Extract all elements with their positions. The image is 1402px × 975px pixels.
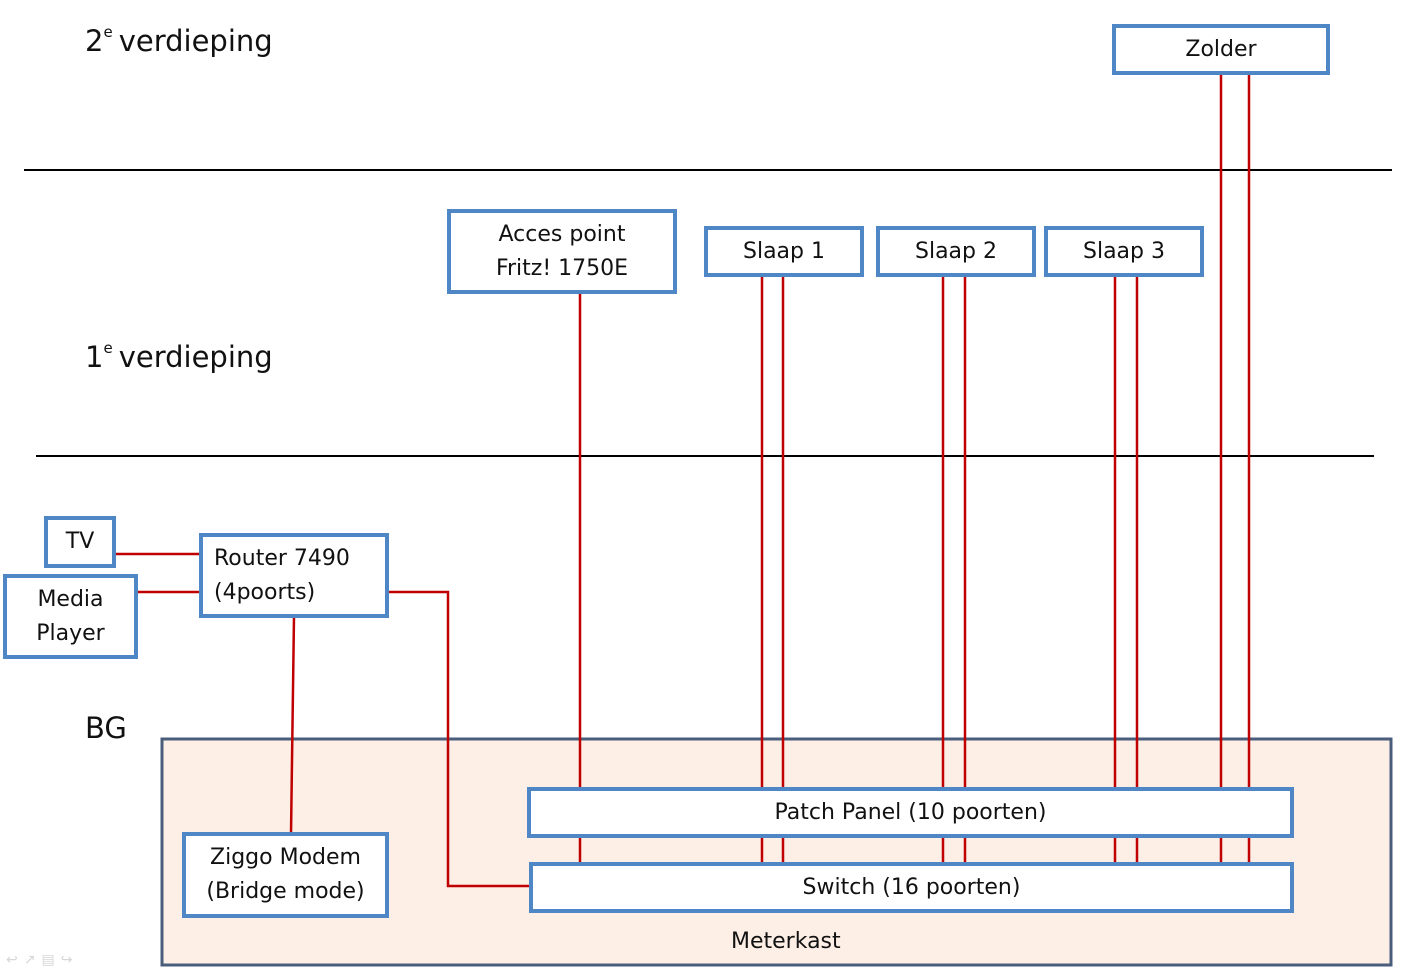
node-patch-panel-label: Patch Panel (10 poorten) (774, 799, 1047, 825)
node-access-point-line-1: Acces point (498, 221, 626, 247)
node-switch: Switch (16 poorten) (529, 862, 1294, 913)
node-ziggo-modem-line-2: (Bridge mode) (206, 879, 365, 904)
meterkast-label: Meterkast (731, 929, 841, 954)
cable-router-switch (386, 590, 531, 888)
node-router-line-2: (4poorts) (214, 579, 316, 605)
node-slaap-1: Slaap 1 (704, 226, 864, 277)
node-slaap-2: Slaap 2 (876, 226, 1036, 277)
node-tv-label: TV (65, 529, 95, 554)
node-router: Router 7490 (4poorts) (199, 533, 389, 618)
node-switch-label: Switch (16 poorten) (802, 874, 1021, 900)
node-zolder-label: Zolder (1185, 36, 1257, 62)
cable-router-modem (289, 615, 296, 835)
node-slaap-3-label: Slaap 3 (1083, 238, 1165, 264)
node-access-point-line-2: Fritz! 1750E (495, 255, 629, 281)
node-patch-panel: Patch Panel (10 poorten) (527, 787, 1294, 838)
floor-label-ground: BG (85, 711, 127, 745)
slide-nav-icons[interactable]: ↩↗▤↪ (6, 952, 79, 968)
node-slaap-1-label: Slaap 1 (743, 238, 825, 264)
node-media-player: Media Player (3, 574, 138, 659)
node-zolder: Zolder (1112, 24, 1330, 75)
node-media-player-line-1: Media (37, 586, 104, 612)
node-access-point: Acces point Fritz! 1750E (447, 209, 677, 294)
node-ziggo-modem: Ziggo Modem (Bridge mode) (182, 832, 389, 918)
node-ziggo-modem-line-1: Ziggo Modem (210, 845, 361, 870)
node-tv: TV (44, 516, 116, 568)
node-media-player-line-2: Player (36, 620, 105, 646)
node-slaap-3: Slaap 3 (1044, 226, 1204, 277)
node-router-line-1: Router 7490 (214, 545, 350, 571)
cables (114, 74, 1251, 888)
node-slaap-2-label: Slaap 2 (915, 238, 997, 264)
